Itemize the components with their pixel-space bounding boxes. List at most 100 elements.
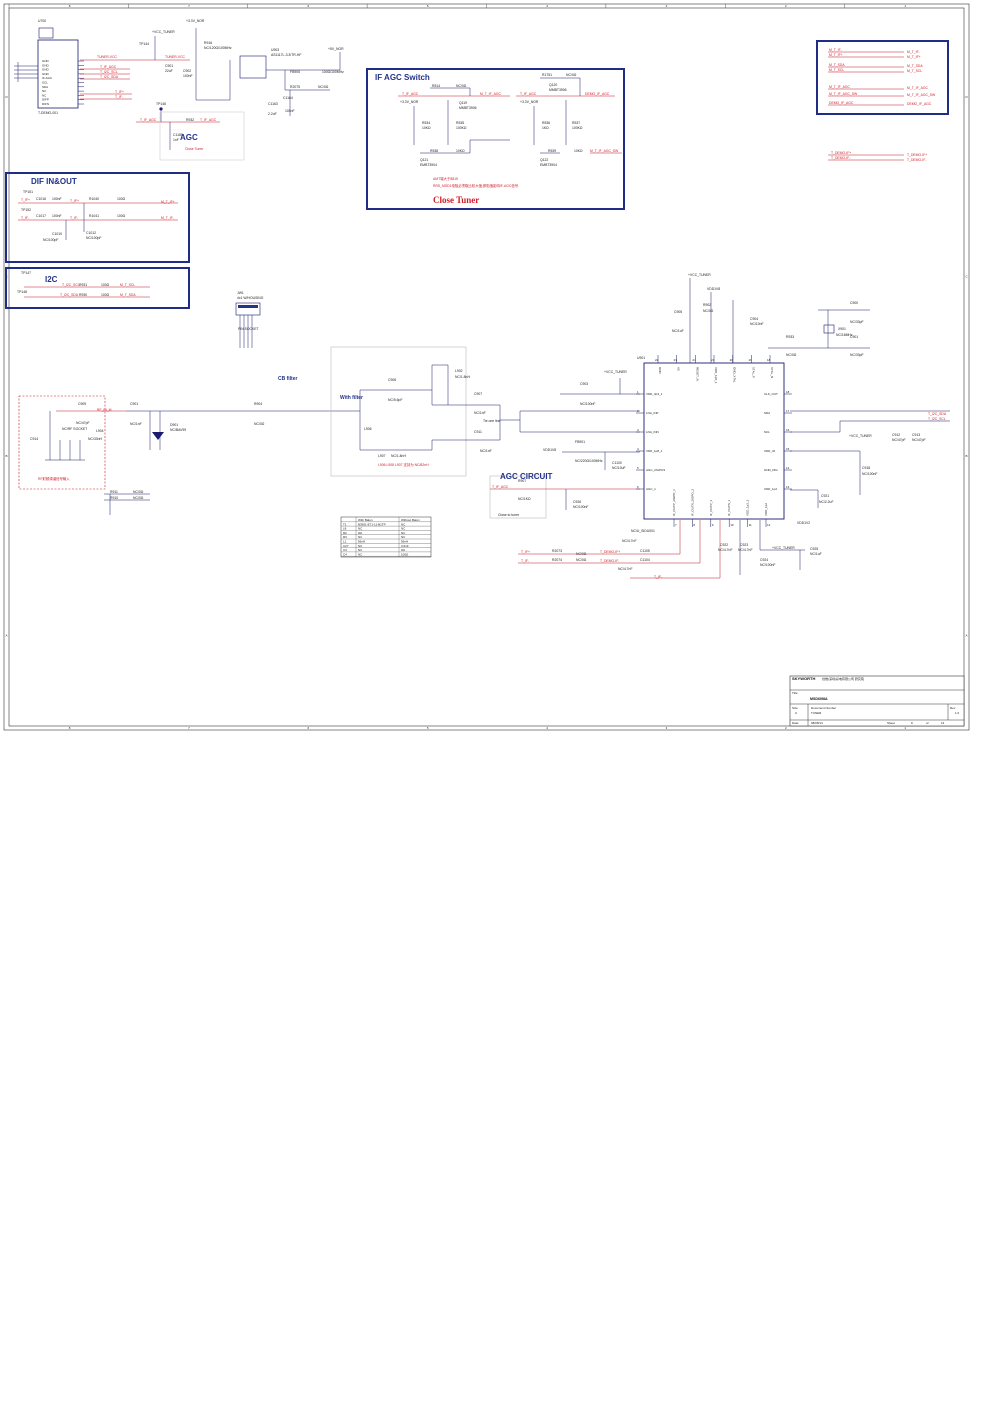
per-vdd1v8: VDD1V8: [707, 287, 720, 291]
tb-docnum-value: TUNER: [811, 711, 822, 715]
line-note: Tie one line: [483, 419, 501, 423]
agc-circuit: AGC CIRCUIT T_IF_AGC R907 NC/1KΩ Close t…: [489, 472, 640, 519]
chip-pin-name: XTAL_P: [751, 367, 755, 378]
r2075-value: NC/0Ω: [318, 85, 329, 89]
c923-value: NC/4.7nF: [738, 548, 753, 552]
tp147: TP147: [21, 271, 31, 275]
c1100-value: NC/10uF: [612, 466, 626, 470]
tb-title-label: Title: [792, 691, 798, 695]
chip-peripherals: +VCC_TUNER VDD1V8 C905 NC/1uF R902 NC/0Ω…: [518, 273, 950, 579]
port-r-6: M_T_IF_AGC_SW: [907, 93, 936, 97]
r930-value: 100Ω: [101, 293, 110, 297]
chip-pin-name: VDD_1p2: [764, 487, 777, 491]
c906: C906: [388, 378, 396, 382]
per-t-if-n-2: T_IF-: [654, 575, 662, 579]
c909: C909: [78, 402, 86, 406]
tuner-ref: U700: [38, 19, 46, 23]
r1040-value: 100Ω: [117, 197, 126, 201]
port-demo-p-l: T_DEMO-IF+: [831, 151, 851, 155]
col-mark: 6: [307, 4, 309, 8]
bom-cell: 56nH: [358, 540, 365, 544]
chip-pin-num: 19: [748, 358, 752, 362]
agc-title: AGC: [180, 133, 198, 142]
chip-pin-num: 2: [637, 409, 639, 413]
chip-pin-num: 23: [674, 358, 678, 362]
chip-part: NC/U_SIDU001: [631, 529, 655, 533]
chip-pin-name: CLK_OUT: [764, 392, 778, 396]
tuner-vcc-net-2: TUNER-VCC: [165, 55, 186, 59]
per-t-if-n: T_IF-: [521, 559, 529, 563]
r2074-value: NC/0Ω: [576, 558, 587, 562]
bom-cell: NC: [358, 552, 363, 556]
switch-close-tuner: Close Tuner: [433, 195, 479, 205]
fb905: FB905: [290, 70, 300, 74]
c902: C902: [183, 69, 191, 73]
c912: C912: [892, 433, 900, 437]
r904: R904: [254, 402, 262, 406]
chip-pin-name: GND_DIG: [764, 468, 778, 472]
dif-block: DIF IN&OUT TP151 TP152 T_IF+ T_IF- C1016…: [5, 172, 190, 263]
chip-pin-num: 18: [786, 390, 790, 394]
chip-pin-num: 1: [637, 390, 639, 394]
c1185: C1185: [173, 133, 183, 137]
row-mark: B: [966, 454, 968, 458]
port-demo-n-r: T_DEMO-IF-: [907, 158, 926, 162]
r1041-value: 100Ω: [117, 214, 126, 218]
r534-value: 10KΩ: [422, 126, 431, 130]
col-mark: 2: [785, 4, 787, 8]
r2073: R2073: [552, 549, 562, 553]
r931: R931: [79, 283, 87, 287]
r907: R907: [518, 479, 526, 483]
q122: Q122: [540, 158, 548, 162]
col-mark: 1: [904, 726, 906, 730]
fb905-value: 100Ω/100MHz: [322, 70, 344, 74]
q120: Q120: [549, 83, 557, 87]
per-vcc-left: +VCC_TUNER: [604, 370, 627, 374]
c925-value: NC/1uF: [810, 552, 822, 556]
l904-value: NC/33nH: [88, 437, 102, 441]
cb-filter-title: CB filter: [278, 376, 298, 382]
switch-note-2: RRS_MSD1电阻必须取比较大值,即阻值影响IF-AGC信号.: [433, 183, 519, 188]
port-l-6: M_T_IF_AGC_SW: [829, 92, 858, 96]
tb-of-label: of: [926, 721, 929, 725]
tuner-nets: T_IF_AGC T_I2C_SCL T_I2C_SDA T_IF+ T_IF-: [80, 65, 132, 100]
chip-pin-name: VDD_3p3_1: [646, 392, 663, 396]
if-agc-switch-title: IF AGC Switch: [375, 73, 430, 82]
chip-pin-num: 3: [637, 428, 639, 432]
bom-cell: C3: [343, 548, 347, 552]
i2c-sda-in: T_I2C_SDA: [60, 293, 79, 297]
i2c-sda-out: M_T_SDA: [120, 293, 136, 297]
col-mark: 3: [666, 726, 668, 730]
col-mark: 2: [785, 726, 787, 730]
agc-circuit-note: Close to tuner: [498, 513, 520, 517]
bom-header-cell: With Balun: [358, 518, 373, 522]
chip-pin-num: 8: [693, 523, 695, 527]
with-filter-note: L906 L908 L907 支持为 NC/82nH: [378, 462, 429, 467]
tb-date-label: Date:: [792, 721, 799, 725]
chip-pin-name: VDD_1p8_1: [646, 449, 663, 453]
rf-socket: NC/RF SOCKET: [62, 427, 87, 431]
chip-pin-name: A5: [677, 367, 681, 371]
tuner-pin-label: NC: [42, 93, 47, 97]
c921-value: NC/2.2uF: [819, 500, 834, 504]
tp146: TP146: [156, 102, 166, 106]
tb-company: SKYWORTH: [792, 676, 815, 681]
chip-pin-name: AGC_1: [646, 487, 656, 491]
switch-v33-1: +3.3V_NOR: [400, 100, 419, 104]
c900-value: NC/33pF: [850, 320, 864, 324]
r907-value: NC/1KΩ: [518, 497, 531, 501]
c911-value: NC/1nF: [480, 449, 492, 453]
chip-pin-num: 17: [786, 409, 790, 413]
c907: C907: [474, 392, 482, 396]
r514: R514: [432, 84, 440, 88]
c900: C900: [850, 301, 858, 305]
c901b-value: NC/1nF: [130, 422, 142, 426]
r536: R536: [542, 121, 550, 125]
chip-pin-num: 20: [730, 358, 734, 362]
chip-pin-name: GND_XTAL: [733, 367, 737, 383]
c1185-value: 1nF: [173, 138, 179, 142]
r2075: R2075: [290, 85, 300, 89]
q119-value: MMBT3906: [459, 106, 477, 110]
port-l-3: M_T_SDA: [829, 63, 845, 67]
c904-value: NC/10nF: [750, 322, 764, 326]
